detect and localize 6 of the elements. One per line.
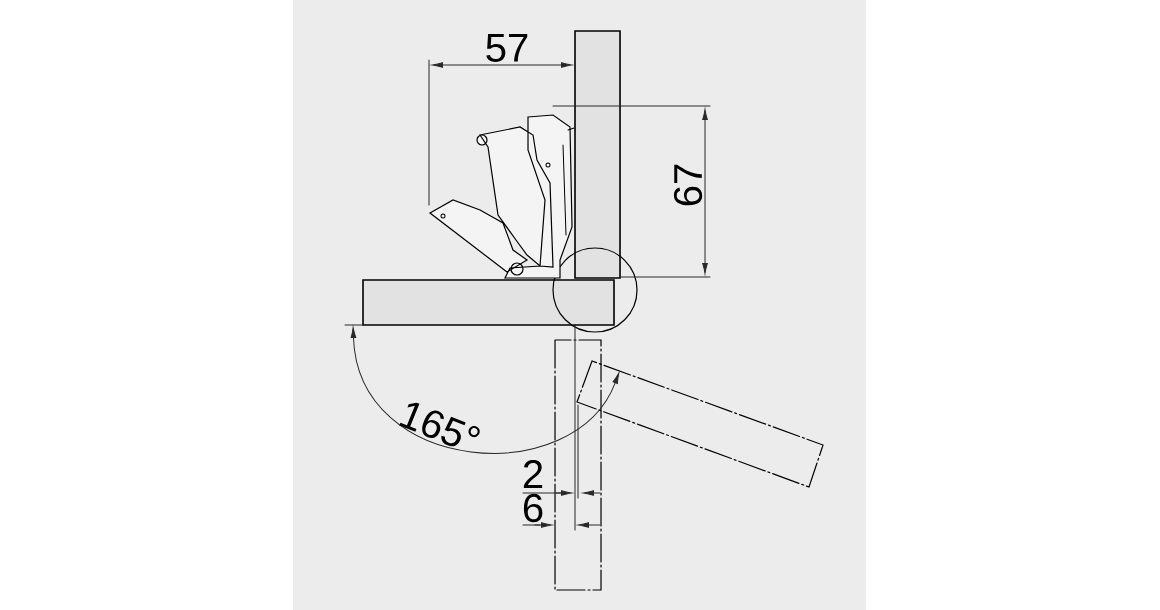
- dimension-label: 6: [523, 493, 543, 523]
- dimension-label: 67: [673, 164, 703, 206]
- dimension-label: 2: [523, 460, 543, 488]
- dimension-label: 57: [486, 34, 528, 62]
- detail-circle: [552, 247, 638, 333]
- dimension-label: 165°: [399, 402, 480, 447]
